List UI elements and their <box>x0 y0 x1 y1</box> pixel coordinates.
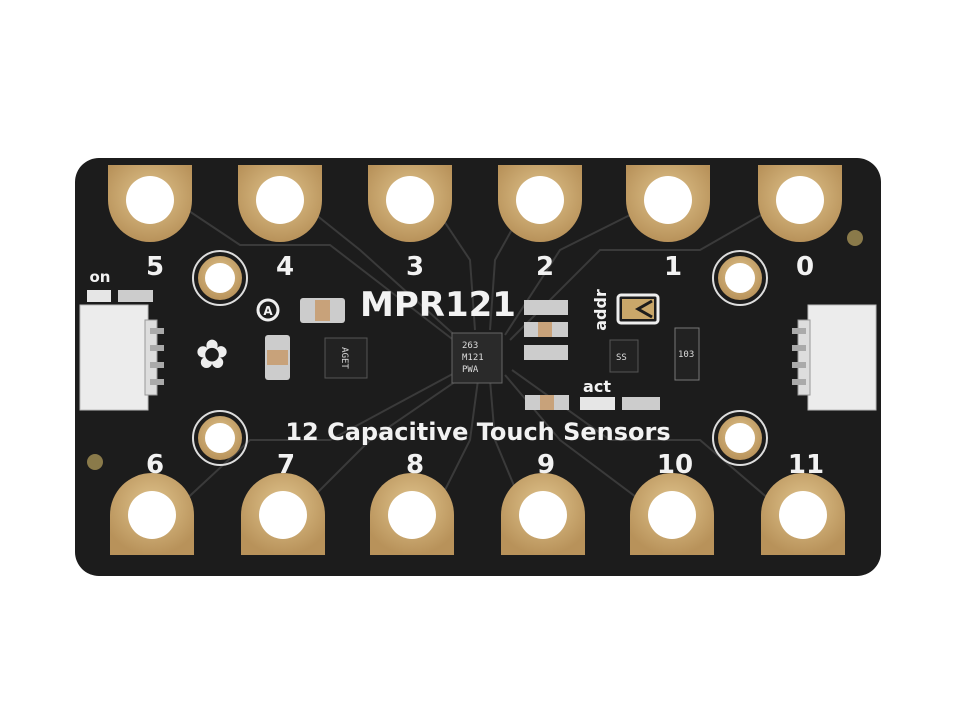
pad-label: 6 <box>146 450 164 480</box>
resistor-label: 103 <box>678 350 694 360</box>
pad-label: 5 <box>146 252 164 282</box>
pad-label: 10 <box>657 450 693 480</box>
adafruit-flower-logo: ✿ <box>195 332 229 378</box>
act-led <box>580 397 615 410</box>
a-marker <box>256 298 280 322</box>
touch-pad-4[interactable] <box>238 165 322 242</box>
pad-label: 8 <box>406 450 424 480</box>
pad-label: 7 <box>277 450 295 480</box>
transistor <box>609 339 639 373</box>
touch-pad-5[interactable] <box>108 165 192 242</box>
chip-line: 263 <box>462 341 478 351</box>
touch-pad-6[interactable] <box>110 473 194 555</box>
pad-label: 0 <box>796 252 814 282</box>
ground-ring <box>712 250 768 306</box>
stemma-connector-right <box>792 304 877 411</box>
mpr121-chip <box>451 332 503 384</box>
board-title: MPR121 <box>360 285 516 325</box>
board-subtitle: 12 Capacitive Touch Sensors <box>285 418 670 446</box>
pad-label: 2 <box>536 252 554 282</box>
touch-pad-0[interactable] <box>758 165 842 242</box>
touch-pad-9[interactable] <box>501 473 585 555</box>
chip-line: PWA <box>462 365 479 375</box>
on-led <box>87 290 111 302</box>
stemma-connector-left <box>79 304 164 411</box>
touch-pad-11[interactable] <box>761 473 845 555</box>
on-label: on <box>90 268 111 286</box>
ground-ring <box>192 250 248 306</box>
touch-pad-3[interactable] <box>368 165 452 242</box>
ground-ring <box>192 410 248 466</box>
regulator <box>324 337 368 379</box>
a-label: A <box>263 304 273 318</box>
pad-label: 3 <box>406 252 424 282</box>
mount-dot <box>87 454 103 470</box>
addr-jumper <box>616 293 660 325</box>
pad-label: 11 <box>788 450 824 480</box>
act-label: act <box>583 377 611 396</box>
touch-pad-2[interactable] <box>498 165 582 242</box>
addr-label: addr <box>591 289 610 331</box>
pad-label: 4 <box>276 252 294 282</box>
regulator-label: AGET <box>339 347 349 369</box>
touch-pad-8[interactable] <box>370 473 454 555</box>
pad-label: 9 <box>537 450 555 480</box>
resistor-array <box>674 327 700 381</box>
touch-pad-7[interactable] <box>241 473 325 555</box>
transistor-label: SS <box>616 353 627 363</box>
mount-dot <box>847 230 863 246</box>
pad-label: 1 <box>664 252 682 282</box>
touch-pad-10[interactable] <box>630 473 714 555</box>
ground-ring <box>712 410 768 466</box>
chip-line: M121 <box>462 353 484 363</box>
touch-pad-1[interactable] <box>626 165 710 242</box>
